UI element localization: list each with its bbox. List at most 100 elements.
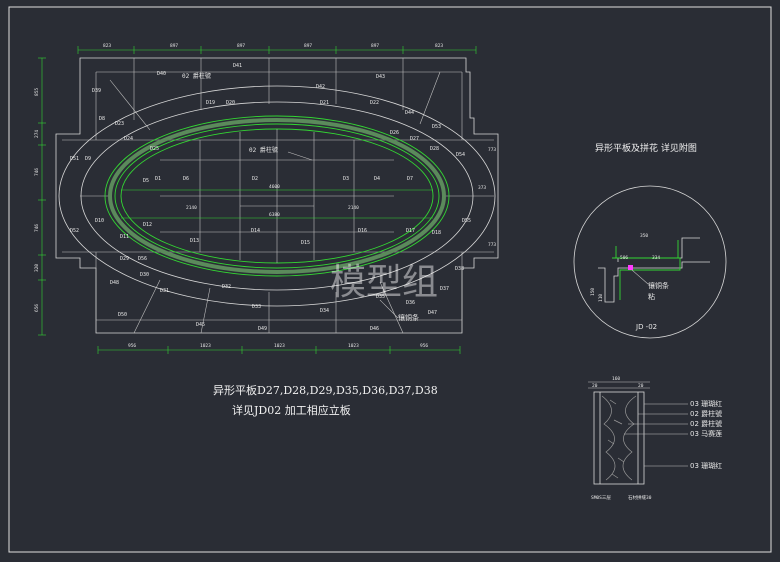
centre-dim-1: 4600 <box>269 184 280 190</box>
panel-code-d43: D43 <box>376 74 385 80</box>
panel-code-d34: D34 <box>320 308 329 314</box>
top-dim-5: 897 <box>371 43 379 49</box>
panel-code-d22: D22 <box>370 100 379 106</box>
room-outline <box>55 57 499 334</box>
leader-detail-copper <box>631 269 649 285</box>
panel-code-d41: D41 <box>233 63 242 69</box>
leader-copper <box>379 299 399 319</box>
detail-name: JD -02 <box>635 323 657 331</box>
panel-code-d51: D51 <box>70 156 79 162</box>
panel-code-d23: D23 <box>115 121 124 127</box>
leader-mid <box>287 151 313 161</box>
detail-green-profile <box>612 240 681 300</box>
right-dim-3: 773 <box>488 242 496 248</box>
panel-code-d21: D21 <box>320 100 329 106</box>
section-layer-2: 02 爵柱號 <box>690 409 722 418</box>
detail-glue-label: 粘 <box>648 292 655 301</box>
caption-line-2: 详见JD02 加工相应立板 <box>232 403 351 417</box>
panel-code-d56: D56 <box>138 256 147 262</box>
panel-code-d53: D53 <box>432 124 441 130</box>
panel-code-d25: D25 <box>150 146 159 152</box>
panel-code-d15: D15 <box>301 240 310 246</box>
section-leaders <box>624 403 688 467</box>
radial-seams <box>80 58 494 334</box>
right-dimension-labels: 773 373 773 <box>478 147 496 248</box>
right-dim-1: 773 <box>488 147 496 153</box>
panel-code-d20: D20 <box>226 100 235 106</box>
panel-code-d36: D36 <box>406 300 415 306</box>
panel-code-d2: D2 <box>252 176 258 182</box>
panel-code-d50: D50 <box>118 312 127 318</box>
panel-code-d40: D40 <box>157 71 166 77</box>
copper-strip-marker <box>628 265 633 270</box>
detail-dim-334: 334 <box>652 255 660 261</box>
detail-jd02: 异形平板及拼花 详见附图 350 506 334 150 110 镶铜条 粘 J… <box>573 142 727 339</box>
copper-label: 镶铜条 <box>398 313 419 322</box>
bottom-dimension-line: 956 1023 1023 1023 956 <box>97 343 461 354</box>
panel-code-d5: D5 <box>143 178 149 184</box>
left-dim-4: 746 <box>34 224 40 232</box>
panel-code-d49: D49 <box>258 326 267 332</box>
detail-dim-506: 506 <box>620 255 628 261</box>
panel-code-d24: D24 <box>124 136 133 142</box>
panel-code-d55: D55 <box>462 218 471 224</box>
panel-code-d30: D30 <box>140 272 149 278</box>
panel-code-d54: D54 <box>456 152 465 158</box>
section-layer-1: 03 珊瑚红 <box>690 399 722 408</box>
panel-code-d26: D26 <box>390 130 399 136</box>
panel-code-d46: D46 <box>370 326 379 332</box>
top-dim-6: 823 <box>435 43 443 49</box>
detail-profile <box>598 237 710 303</box>
sheet-border <box>8 6 772 553</box>
section-dim-20b: 20 <box>638 383 644 389</box>
stone-section: 160 20 20 03 珊瑚红 02 爵柱號 02 爵柱號 03 马赛莲 03… <box>588 376 722 501</box>
left-dim-5: 320 <box>34 264 40 272</box>
panel-code-d12: D12 <box>143 222 152 228</box>
section-layer-4: 03 马赛莲 <box>690 429 722 438</box>
top-dim-3: 897 <box>237 43 245 49</box>
centre-dim-3: 2140 <box>186 205 197 211</box>
panel-code-d19: D19 <box>206 100 215 106</box>
panel-code-d4: D4 <box>374 176 380 182</box>
panel-code-d17: D17 <box>406 228 415 234</box>
panel-code-d45: D45 <box>196 322 205 328</box>
stone-label-mid: 02 爵柱號 <box>249 146 278 154</box>
section-dim-20a: 20 <box>592 383 598 389</box>
right-dim-2: 373 <box>478 185 486 191</box>
section-layer-3: 02 爵柱號 <box>690 419 722 428</box>
panel-code-d9: D9 <box>85 156 91 162</box>
panel-code-d27: D27 <box>410 136 419 142</box>
section-layer-5: 03 珊瑚红 <box>690 461 722 470</box>
centre-dim-4: 2140 <box>348 205 359 211</box>
top-dim-1: 823 <box>103 43 111 49</box>
centre-grid <box>160 129 394 263</box>
detail-dim-150: 150 <box>590 288 596 296</box>
top-dimension-line: 823 897 897 897 897 823 <box>77 43 477 54</box>
panel-code-d16: D16 <box>358 228 367 234</box>
panel-code-d10: D10 <box>95 218 104 224</box>
section-foot-left: SM0S三层 <box>591 495 611 501</box>
panel-code-d42: D42 <box>316 84 325 90</box>
watermark: 模型组 <box>330 262 438 303</box>
stone-label-top: 02 爵柱號 <box>182 72 211 80</box>
panel-code-d7: D7 <box>407 176 413 182</box>
inlay-band <box>108 118 446 274</box>
section-foot-right: 石材拼缝30 <box>628 494 652 501</box>
left-dim-2: 274 <box>34 130 40 138</box>
bottom-dim-4: 1023 <box>348 343 359 349</box>
centre-dim-2: 6380 <box>269 212 280 218</box>
caption-line-1: 异形平板D27,D28,D29,D35,D36,D37,D38 <box>213 383 438 397</box>
panel-code-d35: D35 <box>376 294 385 300</box>
section-hatch <box>601 395 637 481</box>
detail-circle <box>573 185 727 339</box>
inner-frame <box>62 71 494 321</box>
panel-code-d44: D44 <box>405 110 414 116</box>
panel-code-d32: D32 <box>222 284 231 290</box>
detail-copper-label: 镶铜条 <box>648 281 669 290</box>
panel-code-d33: D33 <box>252 304 261 310</box>
bottom-dim-3: 1023 <box>274 343 285 349</box>
floor-plan: 823 897 897 897 897 823 855 274 746 746 … <box>34 43 499 354</box>
top-dim-2: 897 <box>170 43 178 49</box>
